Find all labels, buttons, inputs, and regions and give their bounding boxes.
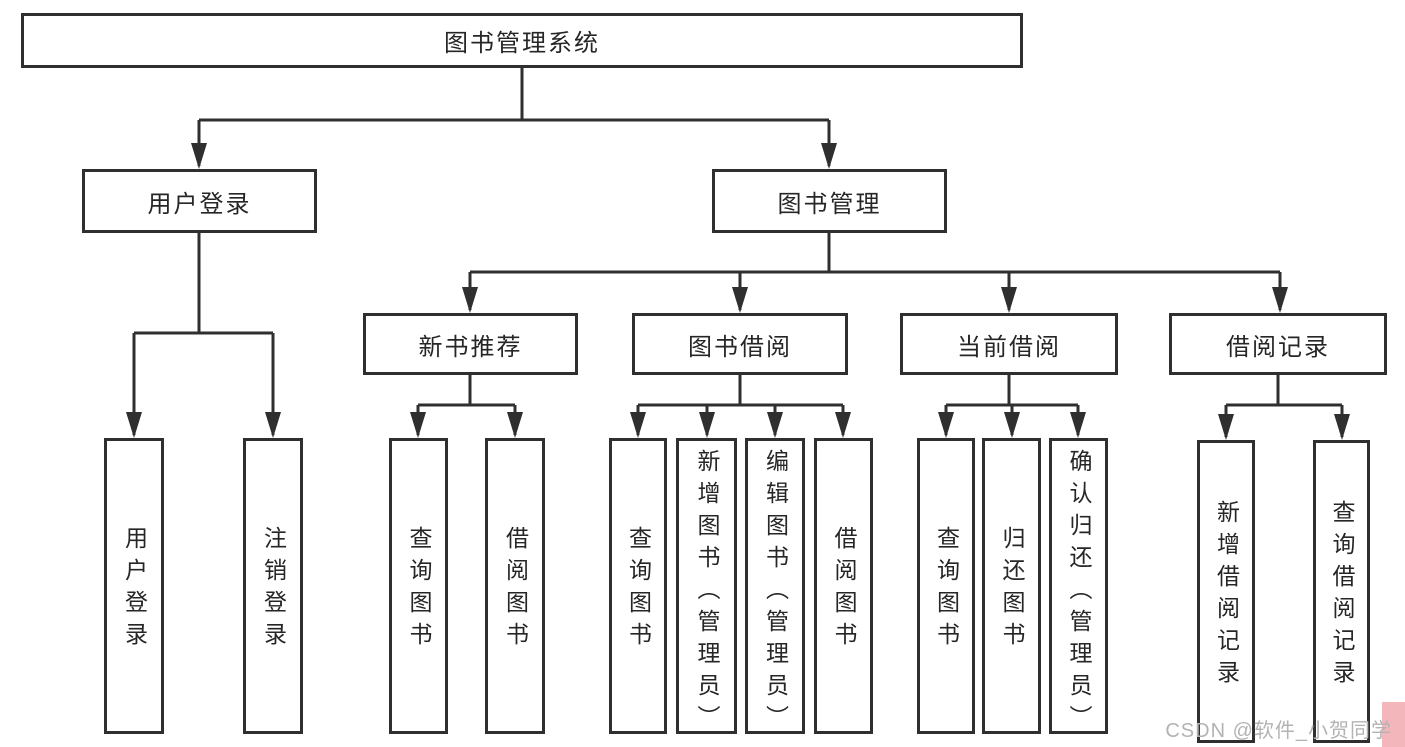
node-borrow-records: 借阅记录 — [1169, 313, 1387, 375]
node-book-borrow: 图书借阅 — [632, 313, 848, 375]
connector-root-split — [197, 68, 831, 166]
arrowhead — [1004, 412, 1020, 438]
arrowhead — [462, 287, 478, 313]
leaf-add-book-admin: 新增图书（管理员） — [676, 438, 737, 737]
leaf-borrow-book-recommend: 借阅图书 — [485, 438, 545, 734]
connector-borrow-records-split — [1224, 375, 1344, 437]
leaf-query-book-current: 查询图书 — [917, 438, 975, 734]
leaf-borrow-book: 借阅图书 — [814, 438, 873, 734]
arrowhead — [1070, 412, 1086, 438]
arrowhead — [938, 412, 954, 438]
node-library-system: 图书管理系统 — [21, 13, 1023, 68]
arrowhead — [835, 412, 851, 438]
watermark-accent-square — [1382, 702, 1405, 747]
arrowheads — [126, 143, 1350, 440]
arrowhead — [1334, 414, 1350, 440]
leaf-user-login: 用户登录 — [104, 438, 164, 734]
leaf-return-book: 归还图书 — [982, 438, 1041, 734]
connector-book-mgmt-split — [468, 233, 1282, 310]
leaf-logout: 注销登录 — [243, 438, 303, 734]
leaf-query-book-recommend: 查询图书 — [389, 438, 448, 734]
node-new-book-recommend: 新书推荐 — [363, 313, 578, 375]
arrowhead — [410, 412, 426, 438]
connector-new-book-rec-split — [416, 375, 517, 435]
arrowhead — [126, 412, 142, 438]
connector-user-login-split — [132, 233, 275, 435]
leaf-query-borrow-record: 查询借阅记录 — [1313, 440, 1370, 743]
arrowhead — [821, 143, 837, 169]
node-current-borrow: 当前借阅 — [900, 313, 1118, 375]
arrowhead — [191, 143, 207, 169]
leaf-confirm-return-admin: 确认归还（管理员） — [1049, 438, 1108, 737]
node-book-management: 图书管理 — [712, 169, 947, 233]
arrowhead — [265, 412, 281, 438]
arrowhead — [507, 412, 523, 438]
arrowhead — [1272, 287, 1288, 313]
watermark: CSDN @软件_小贺同学 — [1165, 720, 1392, 742]
arrowhead — [1001, 287, 1017, 313]
leaf-query-book-borrow: 查询图书 — [609, 438, 667, 734]
arrowhead — [767, 412, 783, 438]
leaf-edit-book-admin: 编辑图书（管理员） — [745, 438, 805, 737]
arrowhead — [732, 287, 748, 313]
connector-book-borrow-split — [636, 375, 845, 435]
arrowhead — [630, 412, 646, 438]
arrowhead — [699, 412, 715, 438]
arrowhead — [1218, 414, 1234, 440]
leaf-add-borrow-record: 新增借阅记录 — [1197, 440, 1255, 743]
node-user-login: 用户登录 — [82, 169, 317, 233]
